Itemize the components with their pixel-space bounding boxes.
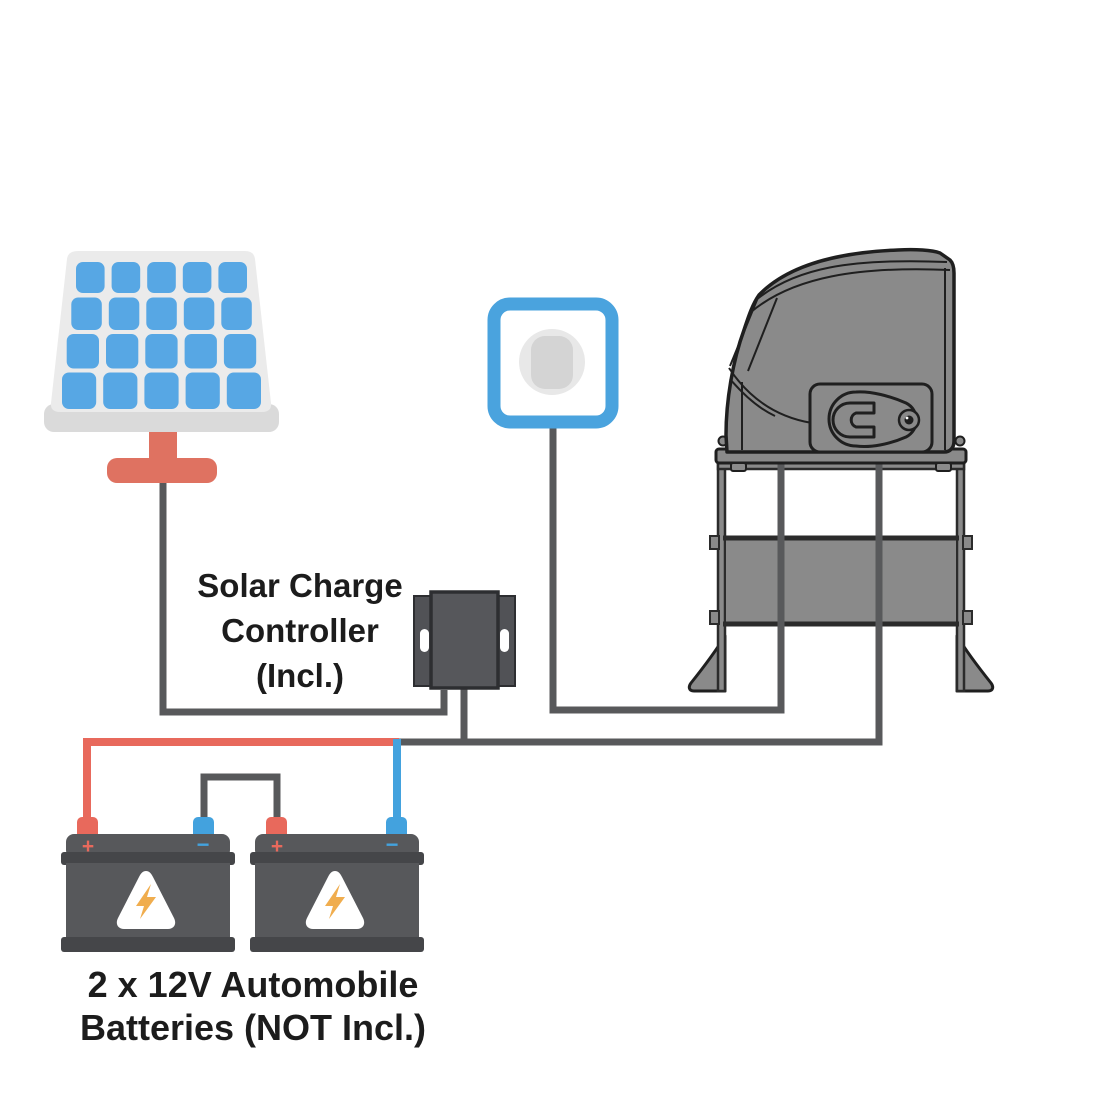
gear-rack-band — [724, 536, 958, 626]
label-automobile-batteries: 2 x 12V Automobile Batteries (NOT Incl.) — [28, 963, 478, 1049]
solar-cell — [185, 372, 220, 409]
rail-tab — [709, 535, 720, 550]
lever-handle — [831, 401, 876, 439]
wire-panel-to-controller — [159, 478, 448, 716]
lightning-bolt-icon — [136, 884, 156, 919]
controller-mounting-slot — [420, 629, 429, 652]
negative-mark: − — [197, 832, 210, 857]
wire-bus-to-opener — [394, 453, 883, 746]
panel-frame — [50, 251, 272, 412]
label-line: (Incl.) — [256, 657, 344, 694]
solar-cell — [184, 334, 217, 369]
label-line: 2 x 12V Automobile — [87, 964, 419, 1005]
solar-cell — [221, 297, 252, 330]
solar-panel — [44, 251, 279, 483]
rail-tab — [962, 535, 973, 550]
solar-cell — [145, 334, 178, 369]
base-tab — [935, 462, 952, 472]
wire-positive-red — [83, 738, 399, 828]
rail-tab — [962, 610, 973, 625]
battery-1: + − — [61, 817, 235, 952]
solar-cell — [103, 372, 138, 409]
wire-battery-series-link — [200, 773, 281, 826]
panel-stand-base — [107, 458, 217, 483]
gate-foot-right — [955, 634, 995, 693]
base-tab — [730, 462, 747, 472]
label-line: Controller — [221, 612, 379, 649]
solar-cell — [66, 334, 99, 369]
rail-tab — [709, 610, 720, 625]
solar-cell — [144, 372, 179, 409]
gate-foot-left — [687, 634, 727, 693]
battery-band — [250, 852, 424, 865]
outlet-socket-recess — [531, 336, 573, 389]
solar-cell — [147, 262, 176, 293]
controller-mounting-slot — [500, 629, 509, 652]
solar-cell — [111, 262, 141, 293]
gate-rail — [687, 457, 995, 693]
label-line: Batteries (NOT Incl.) — [79, 1007, 427, 1048]
negative-mark: − — [386, 832, 399, 857]
lightning-bolt-icon — [325, 884, 345, 919]
solar-cell — [218, 262, 247, 293]
controller-body — [429, 590, 500, 690]
solar-cell — [223, 334, 257, 369]
solar-cell — [183, 297, 215, 330]
keyhole-highlight — [905, 416, 909, 420]
side-screw — [954, 435, 966, 447]
opener-seams — [728, 260, 951, 450]
battery-2: + − — [250, 817, 424, 952]
solar-cell — [226, 372, 261, 409]
gate-post-right — [955, 460, 966, 693]
wire-outlet-to-opener — [549, 375, 785, 714]
label-solar-charge-controller: Solar Charge Controller (Incl.) — [140, 563, 460, 698]
gate-opener — [714, 247, 968, 472]
battery-base — [61, 937, 235, 952]
solar-cell — [106, 334, 139, 369]
solar-cell — [182, 262, 212, 293]
gate-post-left — [716, 460, 727, 693]
power-outlet — [487, 297, 619, 429]
solar-cell — [62, 372, 97, 409]
battery-band — [61, 852, 235, 865]
solar-cell — [146, 297, 177, 330]
solar-cell — [108, 297, 140, 330]
solar-cell — [71, 297, 102, 330]
keyhole-center — [904, 415, 914, 425]
wires — [83, 375, 883, 828]
solar-cell-grid — [62, 262, 261, 409]
battery-base — [250, 937, 424, 952]
solar-cell — [76, 262, 105, 293]
charge-controller — [413, 590, 516, 690]
label-line: Solar Charge — [197, 567, 403, 604]
